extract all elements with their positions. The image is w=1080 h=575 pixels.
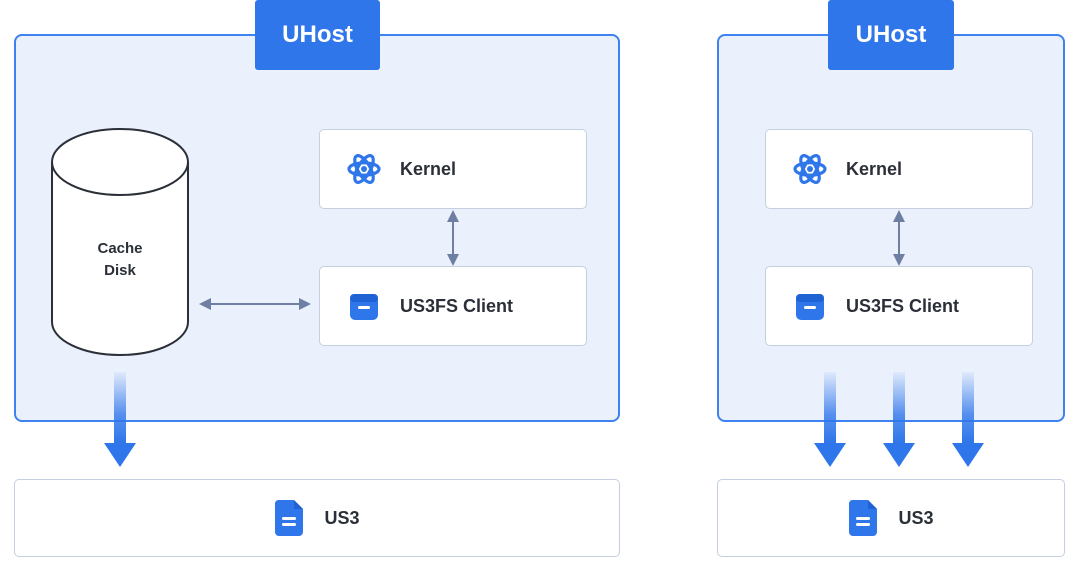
left-client-box: US3FS Client	[319, 266, 587, 346]
atom-icon	[793, 154, 827, 184]
document-icon	[849, 500, 878, 536]
client-box-icon	[350, 294, 378, 320]
atom-icon	[347, 154, 381, 184]
document-icon	[275, 500, 304, 536]
left-us3-box: US3	[14, 479, 620, 557]
flow-arrow-right-2	[883, 372, 915, 467]
left-uhost-label: UHost	[255, 0, 380, 70]
left-client-label: US3FS Client	[400, 295, 514, 316]
right-client-box: US3FS Client	[765, 266, 1033, 346]
right-uhost-label: UHost	[828, 0, 954, 70]
client-box-icon	[796, 294, 824, 320]
left-kernel-box: Kernel	[319, 129, 587, 209]
flow-arrow-right-1	[814, 372, 846, 467]
left-us3-label: US3	[324, 507, 360, 528]
flow-arrow-left	[104, 372, 136, 467]
right-client-label: US3FS Client	[846, 295, 960, 316]
right-us3-label: US3	[898, 507, 934, 528]
cache-disk-line1: Cache	[97, 240, 143, 257]
cache-disk-label: Cache Disk	[52, 238, 188, 282]
right-uhost-frame	[717, 34, 1065, 422]
left-kernel-label: Kernel	[400, 158, 457, 179]
cache-disk-line2: Disk	[104, 262, 136, 279]
right-kernel-label: Kernel	[846, 158, 903, 179]
flow-arrow-right-3	[952, 372, 984, 467]
right-kernel-box: Kernel	[765, 129, 1033, 209]
right-us3-box: US3	[717, 479, 1065, 557]
